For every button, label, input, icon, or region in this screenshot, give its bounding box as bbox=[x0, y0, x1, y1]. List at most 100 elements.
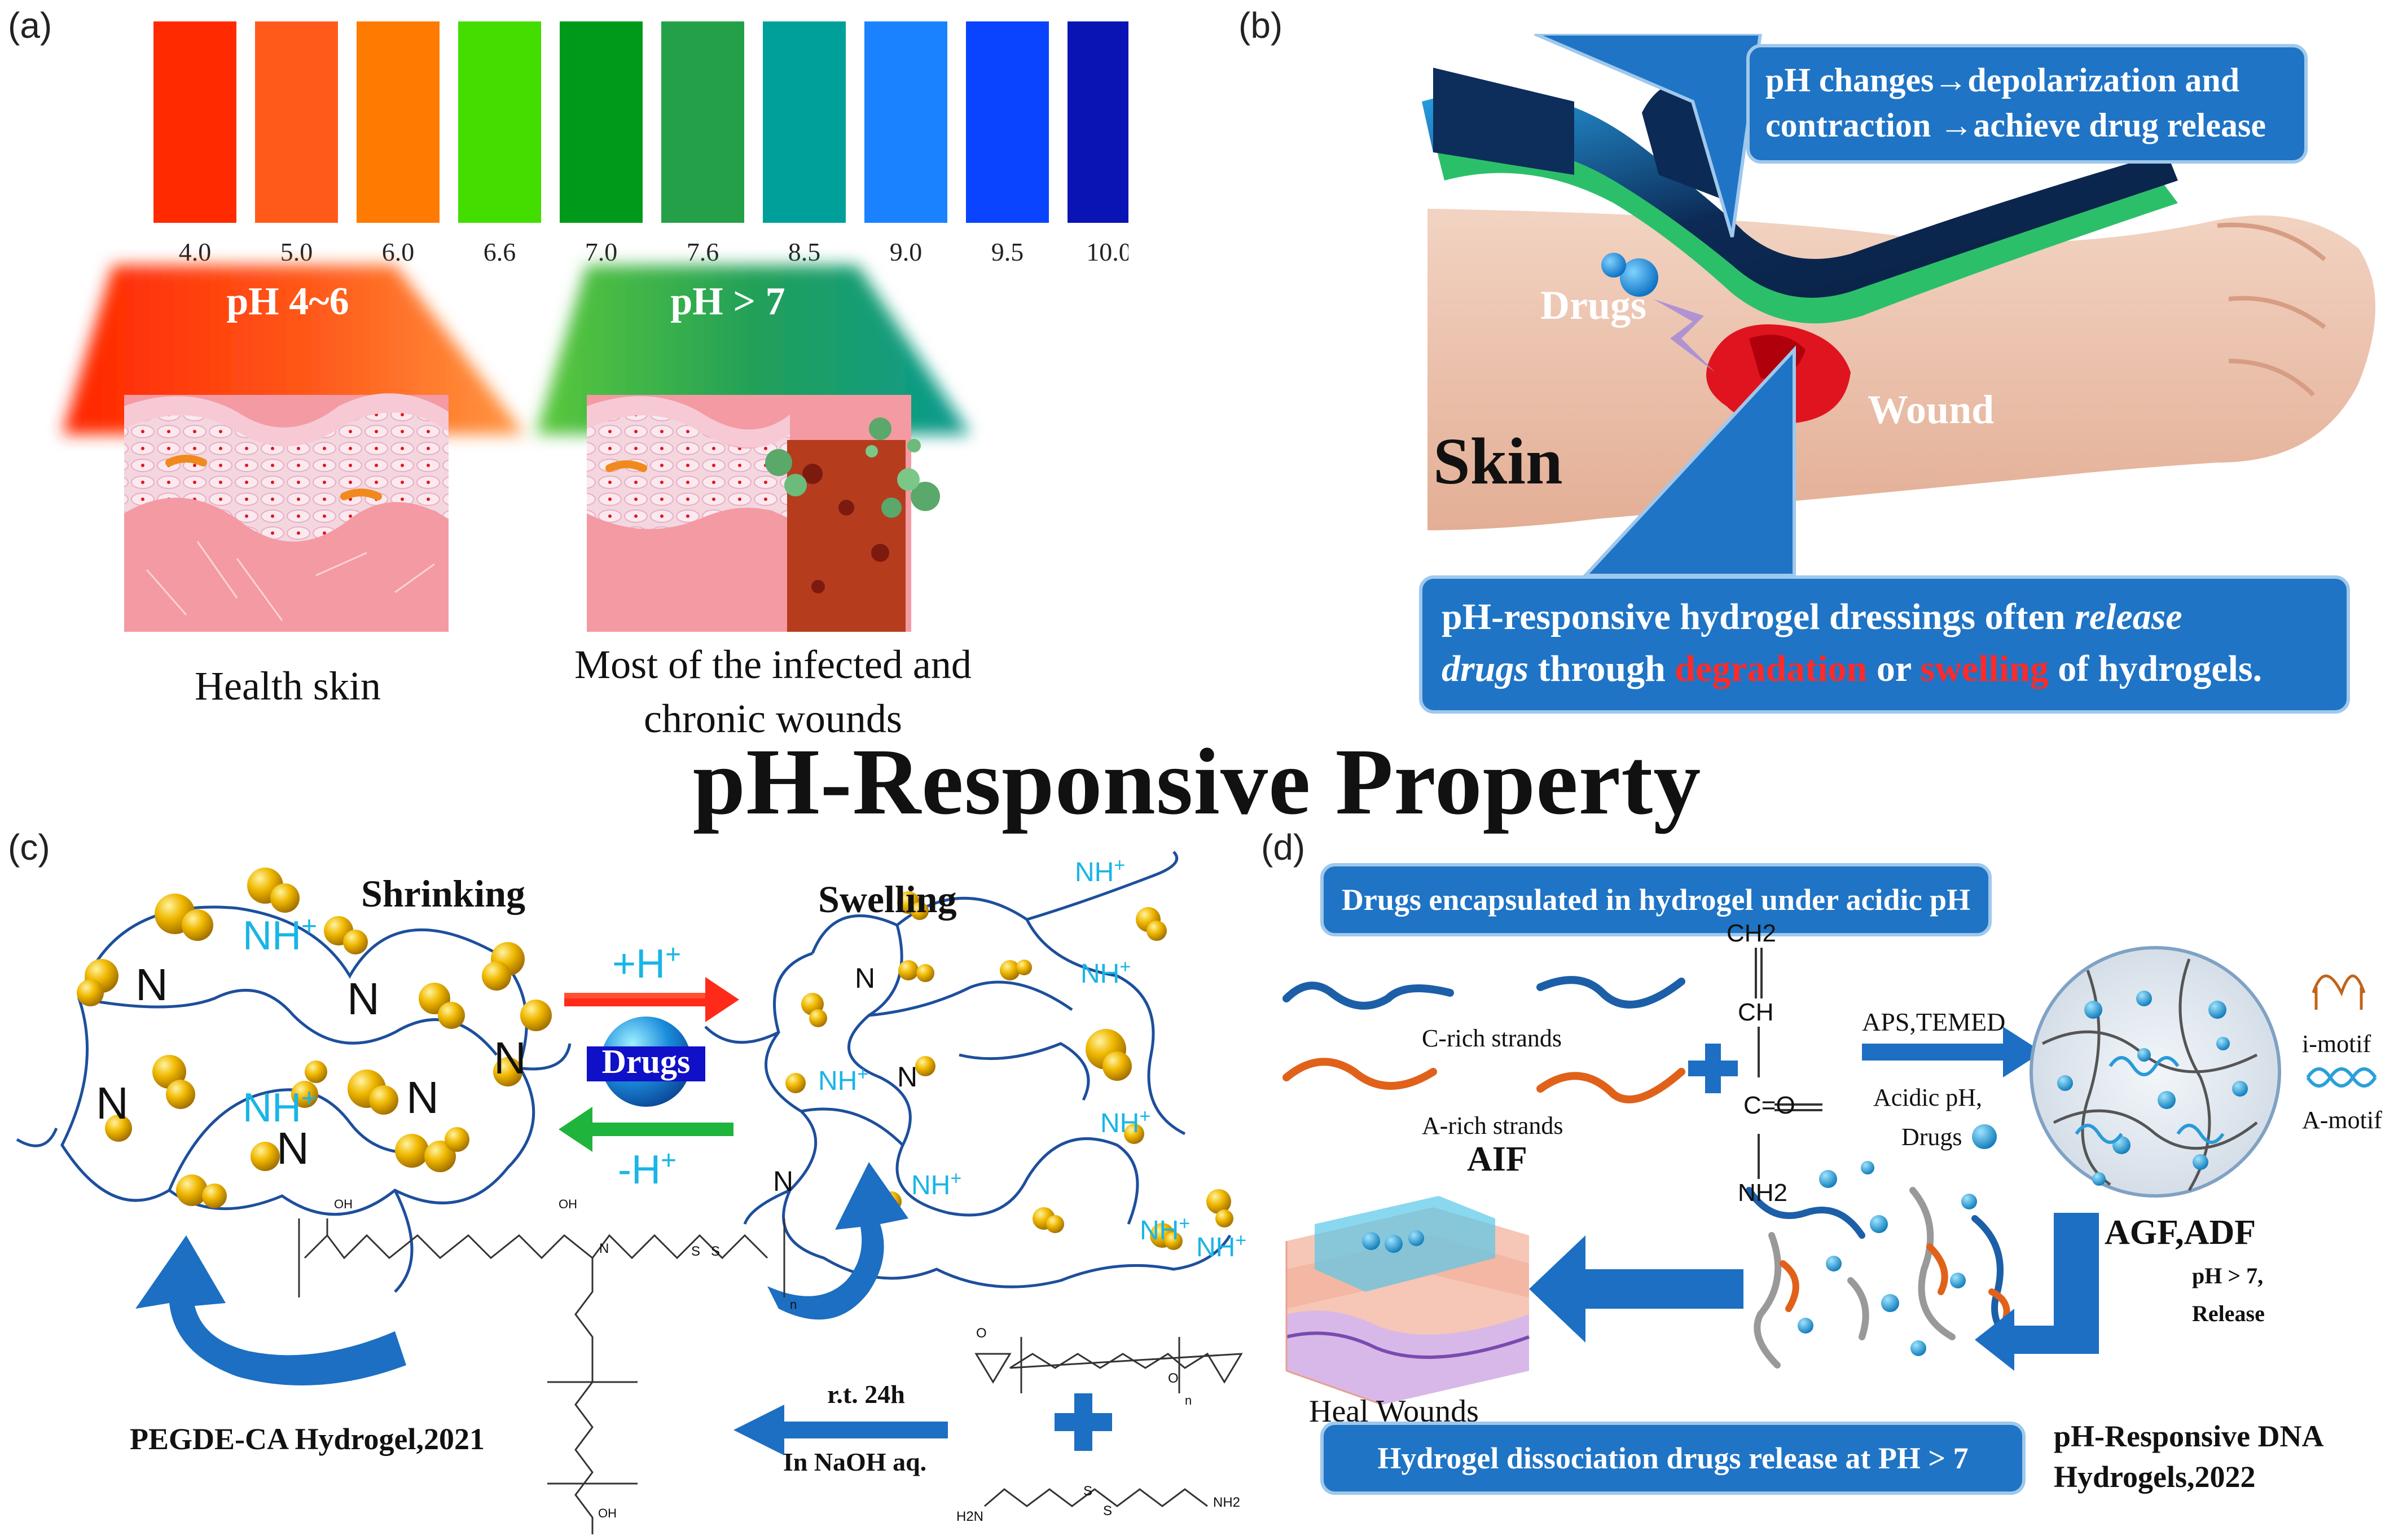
ph-tick-label: 9.5 bbox=[991, 237, 1024, 266]
wrist-illustration bbox=[1422, 34, 2375, 577]
chem-s-label: S bbox=[691, 1244, 701, 1259]
drug-drop-icon bbox=[1620, 258, 1658, 297]
nh-text: NH bbox=[911, 1171, 951, 1200]
chem-oh-label: OH bbox=[559, 1197, 577, 1211]
n-label: N bbox=[406, 1072, 439, 1123]
nh-text: NH bbox=[243, 1085, 301, 1130]
a-rich-label: A-rich strands bbox=[1422, 1112, 1563, 1139]
nh-sup: + bbox=[1119, 956, 1131, 978]
healthy-skin-caption: Health skin bbox=[195, 663, 381, 709]
chem-o-label: O bbox=[976, 1326, 987, 1341]
agf-adf-label: AGF,ADF bbox=[2105, 1213, 2256, 1252]
plus-icon bbox=[1055, 1393, 1112, 1451]
panel-label-a: (a) bbox=[8, 5, 52, 46]
nh-label: NH+ bbox=[1080, 956, 1131, 989]
callout-text-or: or bbox=[1867, 648, 1921, 689]
nh2-label: NH2 bbox=[1738, 1179, 1788, 1207]
plus-h-text: +H bbox=[612, 941, 666, 987]
panel-label-d: (d) bbox=[1261, 827, 1306, 868]
nh-label: NH+ bbox=[911, 1168, 961, 1201]
drugs-label: Drugs bbox=[1540, 283, 1647, 328]
dna-hydrogel-illustration bbox=[1282, 946, 2377, 1406]
n-label: N bbox=[855, 962, 876, 994]
acidic-glow bbox=[62, 265, 525, 434]
alkaline-glow bbox=[536, 265, 970, 434]
reaction-conditions-line1: r.t. 24h bbox=[827, 1380, 905, 1409]
nh-sup: + bbox=[1114, 855, 1126, 876]
basify-arrow-icon bbox=[559, 1107, 733, 1152]
main-title: pH-Responsive Property bbox=[692, 729, 1702, 834]
wound-skin-illustration bbox=[587, 395, 940, 632]
wound-label: Wound bbox=[1868, 387, 1995, 432]
nh-text: NH bbox=[1140, 1216, 1179, 1246]
wound-caption: Most of the infected and chronic wounds bbox=[508, 637, 1038, 746]
callout-depolarization: pH changes→depolarization and contractio… bbox=[1746, 44, 2308, 164]
wound-caption-line1: Most of the infected and bbox=[574, 642, 972, 687]
minus-h-label: -H+ bbox=[618, 1145, 677, 1193]
nh-label: NH+ bbox=[1075, 855, 1125, 888]
nh-text: NH bbox=[1075, 857, 1114, 887]
acidic-ph-label: Acidic pH, bbox=[1873, 1084, 1983, 1111]
callout-text-part1: pH-responsive hydrogel dressings often bbox=[1442, 596, 2075, 637]
a-motif-icon bbox=[2306, 1067, 2377, 1088]
nh-text: NH bbox=[1100, 1108, 1140, 1138]
nh-sup: + bbox=[301, 1084, 318, 1114]
ph-swatch bbox=[153, 21, 236, 223]
alkaline-ph-label: pH > 7 bbox=[670, 280, 785, 323]
n-label: N bbox=[494, 1033, 526, 1083]
ph-swatch bbox=[864, 21, 947, 223]
cycle-arrow-left-icon bbox=[135, 1235, 406, 1385]
dna-hydrogel-title-line1: pH-Responsive DNA bbox=[2054, 1419, 2324, 1453]
ph-tick-label: 7.0 bbox=[585, 237, 618, 266]
skin-illustrations bbox=[62, 265, 970, 632]
ph-swatch bbox=[1068, 21, 1128, 223]
healed-skin-icon bbox=[1285, 1196, 1530, 1406]
nh-label: NH+ bbox=[818, 1063, 868, 1097]
nh-label: NH+ bbox=[1100, 1106, 1150, 1139]
ph-swatch bbox=[661, 21, 744, 223]
hydrogel-name-2021: PEGDE-CA Hydrogel,2021 bbox=[130, 1422, 485, 1456]
chem-n-sub: n bbox=[790, 1297, 797, 1312]
chem-n-label: N bbox=[599, 1241, 609, 1256]
chem-nh2-label: NH2 bbox=[1213, 1495, 1241, 1510]
callout-encapsulated: Drugs encapsulated in hydrogel under aci… bbox=[1320, 863, 1992, 936]
polymer-network-illustration bbox=[16, 851, 1243, 1534]
ph-gt7-label: pH > 7, bbox=[2192, 1263, 2264, 1288]
nh-sup: + bbox=[301, 912, 318, 941]
ph-tick-label: 7.6 bbox=[687, 237, 719, 266]
co-label: C=O bbox=[1743, 1092, 1795, 1119]
panel-label-c: (c) bbox=[8, 827, 50, 868]
dna-hydrogel-title: pH-Responsive DNA Hydrogels,2022 bbox=[2054, 1416, 2324, 1497]
reaction-arrow-icon bbox=[1862, 1027, 2042, 1077]
ph-tick-label: 6.6 bbox=[484, 237, 516, 266]
i-motif-icon bbox=[2312, 974, 2366, 1010]
minus-h-text: -H bbox=[618, 1147, 661, 1193]
drugs-ball-label: Drugs bbox=[601, 1043, 691, 1080]
release-arrow-icon bbox=[1975, 1213, 2099, 1371]
chem-n-sub: n bbox=[1185, 1393, 1192, 1407]
ph-tick-label: 5.0 bbox=[280, 237, 313, 266]
callout-dissociation: Hydrogel dissociation drugs release at P… bbox=[1320, 1422, 2026, 1495]
ph-tick-label: 10.0 bbox=[1086, 237, 1128, 266]
nh-sup: + bbox=[1139, 1106, 1151, 1127]
ph-tick-label: 6.0 bbox=[382, 237, 415, 266]
nh-label: NH+ bbox=[1196, 1230, 1246, 1263]
n-label: N bbox=[347, 974, 380, 1024]
chem-oh-label: OH bbox=[334, 1197, 353, 1211]
n-label: N bbox=[276, 1123, 309, 1173]
ph-swatch bbox=[763, 21, 846, 223]
ph-swatch bbox=[357, 21, 440, 223]
ch-label: CH bbox=[1738, 998, 1774, 1026]
nh-label: NH+ bbox=[243, 1083, 317, 1131]
reaction-arrow-icon bbox=[733, 1405, 948, 1455]
plus-h-sup: + bbox=[665, 940, 682, 970]
acidic-ph-label: pH 4~6 bbox=[226, 280, 349, 323]
swelling-label: Swelling bbox=[818, 878, 957, 921]
callout-depolarization-line2: contraction →achieve drug release bbox=[1765, 107, 2266, 144]
ch2-label: CH2 bbox=[1727, 919, 1777, 947]
n-label: N bbox=[897, 1061, 918, 1093]
release-arrow-icon bbox=[1653, 299, 1715, 372]
